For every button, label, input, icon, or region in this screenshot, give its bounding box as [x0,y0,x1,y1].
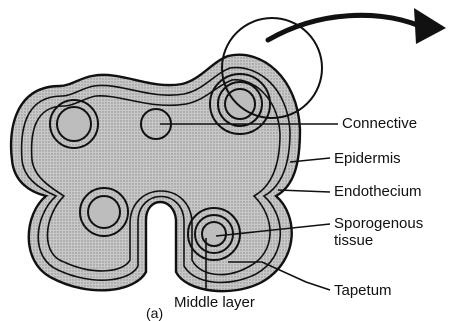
label-tapetum: Tapetum [334,282,392,299]
endothecium-leader [278,190,330,192]
label-endothecium: Endothecium [334,183,422,200]
microsporangium-lower-left [80,188,128,236]
microsporangium-upper-left [50,100,98,148]
label-sporogenous-line2: tissue [334,232,373,249]
microsporangium-upper-right [210,74,270,134]
label-middle-layer: Middle layer [174,294,255,311]
arrow-icon [268,15,420,40]
subfigure-label: (a) [146,305,163,321]
label-connective: Connective [342,115,417,132]
label-epidermis: Epidermis [334,150,401,167]
arrow-head-icon [414,8,446,44]
label-sporogenous-line1: Sporogenous [334,215,423,232]
